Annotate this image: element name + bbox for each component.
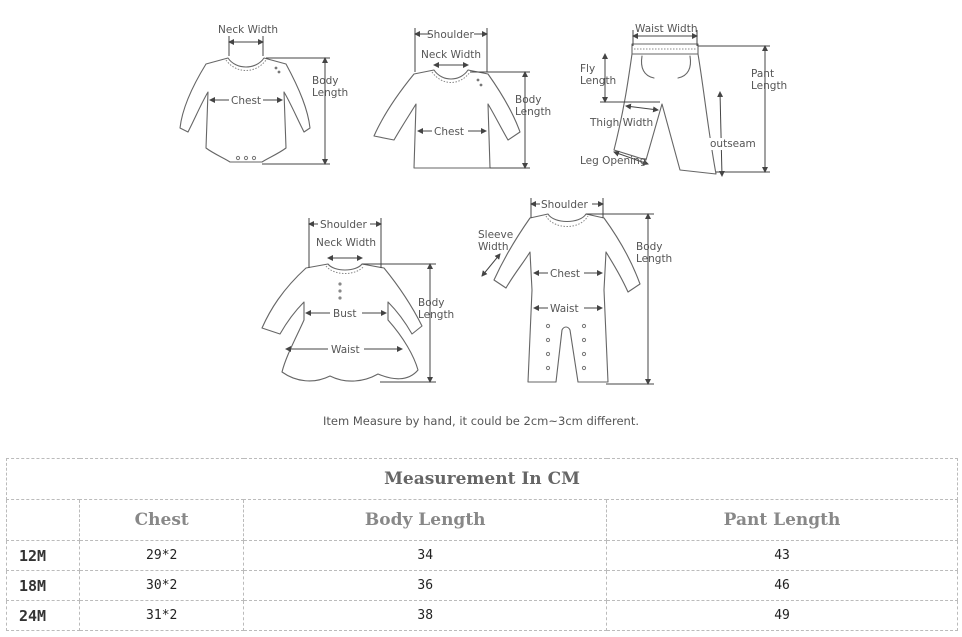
chest-value: 30*2 xyxy=(78,570,245,601)
pant-length-value: 46 xyxy=(606,570,958,601)
header-body-length: Body Length xyxy=(243,499,608,541)
measurement-note: Item Measure by hand, it could be 2cm~3c… xyxy=(322,414,640,428)
bodysuit-neck-width-label: Neck Width xyxy=(218,24,278,36)
size-table: Measurement In CM Chest Body Length Pant… xyxy=(6,458,958,631)
romper-shoulder-label: Shoulder xyxy=(541,199,588,211)
table-row: 24M 31*2 38 49 xyxy=(6,600,958,631)
dress-neck-width-label: Neck Width xyxy=(316,237,376,249)
table-title: Measurement In CM xyxy=(6,458,958,500)
dress-waist-label: Waist xyxy=(331,344,360,356)
dress-bust-label: Bust xyxy=(333,308,356,320)
shirt-neck-width-label: Neck Width xyxy=(421,49,481,61)
chest-value: 31*2 xyxy=(78,600,245,631)
pants-waist-label: Waist Width xyxy=(635,23,698,35)
romper-waist-label: Waist xyxy=(550,303,579,315)
table-row: 18M 30*2 36 46 xyxy=(6,570,958,601)
header-pant-length: Pant Length xyxy=(606,499,958,541)
pants-outseam-label: outseam xyxy=(710,138,756,150)
pant-length-value: 43 xyxy=(606,540,958,571)
pant-length-value: 49 xyxy=(606,600,958,631)
header-chest: Chest xyxy=(78,499,245,541)
header-corner xyxy=(6,499,80,541)
shirt-shoulder-label: Shoulder xyxy=(427,29,474,41)
shirt-chest-label: Chest xyxy=(434,126,464,138)
body-length-value: 34 xyxy=(243,540,608,571)
body-length-value: 36 xyxy=(243,570,608,601)
pants-leg-opening-label: Leg Opening xyxy=(580,155,646,167)
body-length-value: 38 xyxy=(243,600,608,631)
pants-thigh-label: Thigh Width xyxy=(589,117,653,129)
size-label: 12M xyxy=(6,540,80,571)
table-row: 12M 29*2 34 43 xyxy=(6,540,958,571)
romper-chest-label: Chest xyxy=(550,268,580,280)
size-label: 24M xyxy=(6,600,80,631)
bodysuit-chest-label: Chest xyxy=(231,95,261,107)
dress-shoulder-label: Shoulder xyxy=(320,219,367,231)
size-label: 18M xyxy=(6,570,80,601)
table-header-row: Chest Body Length Pant Length xyxy=(6,499,958,541)
chest-value: 29*2 xyxy=(78,540,245,571)
